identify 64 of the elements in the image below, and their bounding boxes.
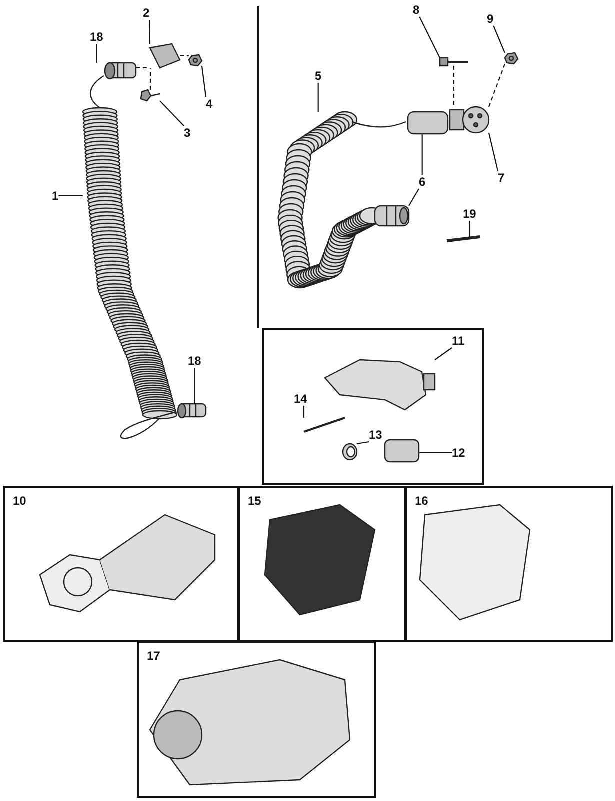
leader-line: [434, 348, 452, 360]
callout-number: 9: [487, 12, 494, 26]
bolt-drawing: [140, 89, 160, 102]
coiled-cable-drawing: [82, 107, 178, 440]
panel-frame: [405, 486, 613, 642]
leader-line: [356, 441, 370, 445]
leader-line: [408, 188, 420, 206]
assembly-line: [150, 68, 152, 90]
leader-line: [149, 20, 151, 44]
plug-drawing: [374, 205, 410, 227]
plug-drawing: [177, 403, 207, 419]
callout-number: 17: [147, 649, 160, 663]
bolt-drawing: [439, 57, 468, 67]
coiled-cable-drawing: [278, 111, 406, 289]
callout-number: 13: [369, 428, 382, 442]
callout-number: 1: [52, 189, 59, 203]
panel-frame: [262, 328, 484, 485]
callout-number: 18: [188, 354, 202, 368]
plug-drawing: [407, 111, 449, 135]
insert-drawing: [384, 439, 420, 463]
panel-frame: [3, 486, 239, 642]
leader-line: [469, 221, 470, 237]
leader-line: [201, 66, 207, 98]
nut-drawing: [504, 52, 519, 65]
plug-drawing: [90, 62, 137, 108]
callout-number: 16: [415, 494, 428, 508]
callout-number: 19: [463, 207, 476, 221]
callout-number: 8: [413, 3, 420, 17]
callout-number: 11: [452, 334, 465, 348]
leader-line: [96, 44, 98, 63]
coupling-head-drawing: [324, 359, 436, 411]
callout-number: 2: [143, 6, 150, 20]
leader-line: [194, 368, 196, 404]
seal-ring-drawing: [342, 443, 358, 461]
leader-line: [58, 195, 83, 197]
leader-line: [422, 134, 423, 175]
callout-number: 12: [452, 446, 466, 460]
callout-number: 18: [90, 30, 104, 44]
callout-number: 7: [498, 171, 505, 185]
callout-number: 14: [294, 392, 308, 406]
panel-frame: [137, 641, 376, 798]
callout-number: 4: [206, 97, 213, 111]
assembly-line: [136, 67, 150, 69]
nut-drawing: [188, 54, 203, 67]
callout-number: 10: [13, 494, 26, 508]
callout-number: 5: [315, 69, 322, 83]
pin-drawing: [446, 236, 480, 242]
assembly-line: [488, 64, 506, 108]
leader-line: [419, 16, 440, 58]
callout-number: 15: [248, 494, 262, 508]
callout-number: 3: [184, 126, 191, 140]
leader-line: [419, 452, 452, 454]
bracket-drawing: [149, 43, 181, 69]
callout-number: 6: [419, 175, 426, 189]
leader-line: [493, 26, 506, 54]
leader-line: [303, 406, 305, 418]
panel-frame: [238, 486, 406, 642]
assembly-line: [453, 66, 455, 107]
assembly-line: [180, 55, 189, 57]
socket-drawing: [449, 106, 490, 134]
leader-line: [318, 83, 319, 112]
pin-drawing: [304, 417, 346, 433]
leader-line: [488, 132, 499, 172]
leader-line: [160, 100, 184, 126]
